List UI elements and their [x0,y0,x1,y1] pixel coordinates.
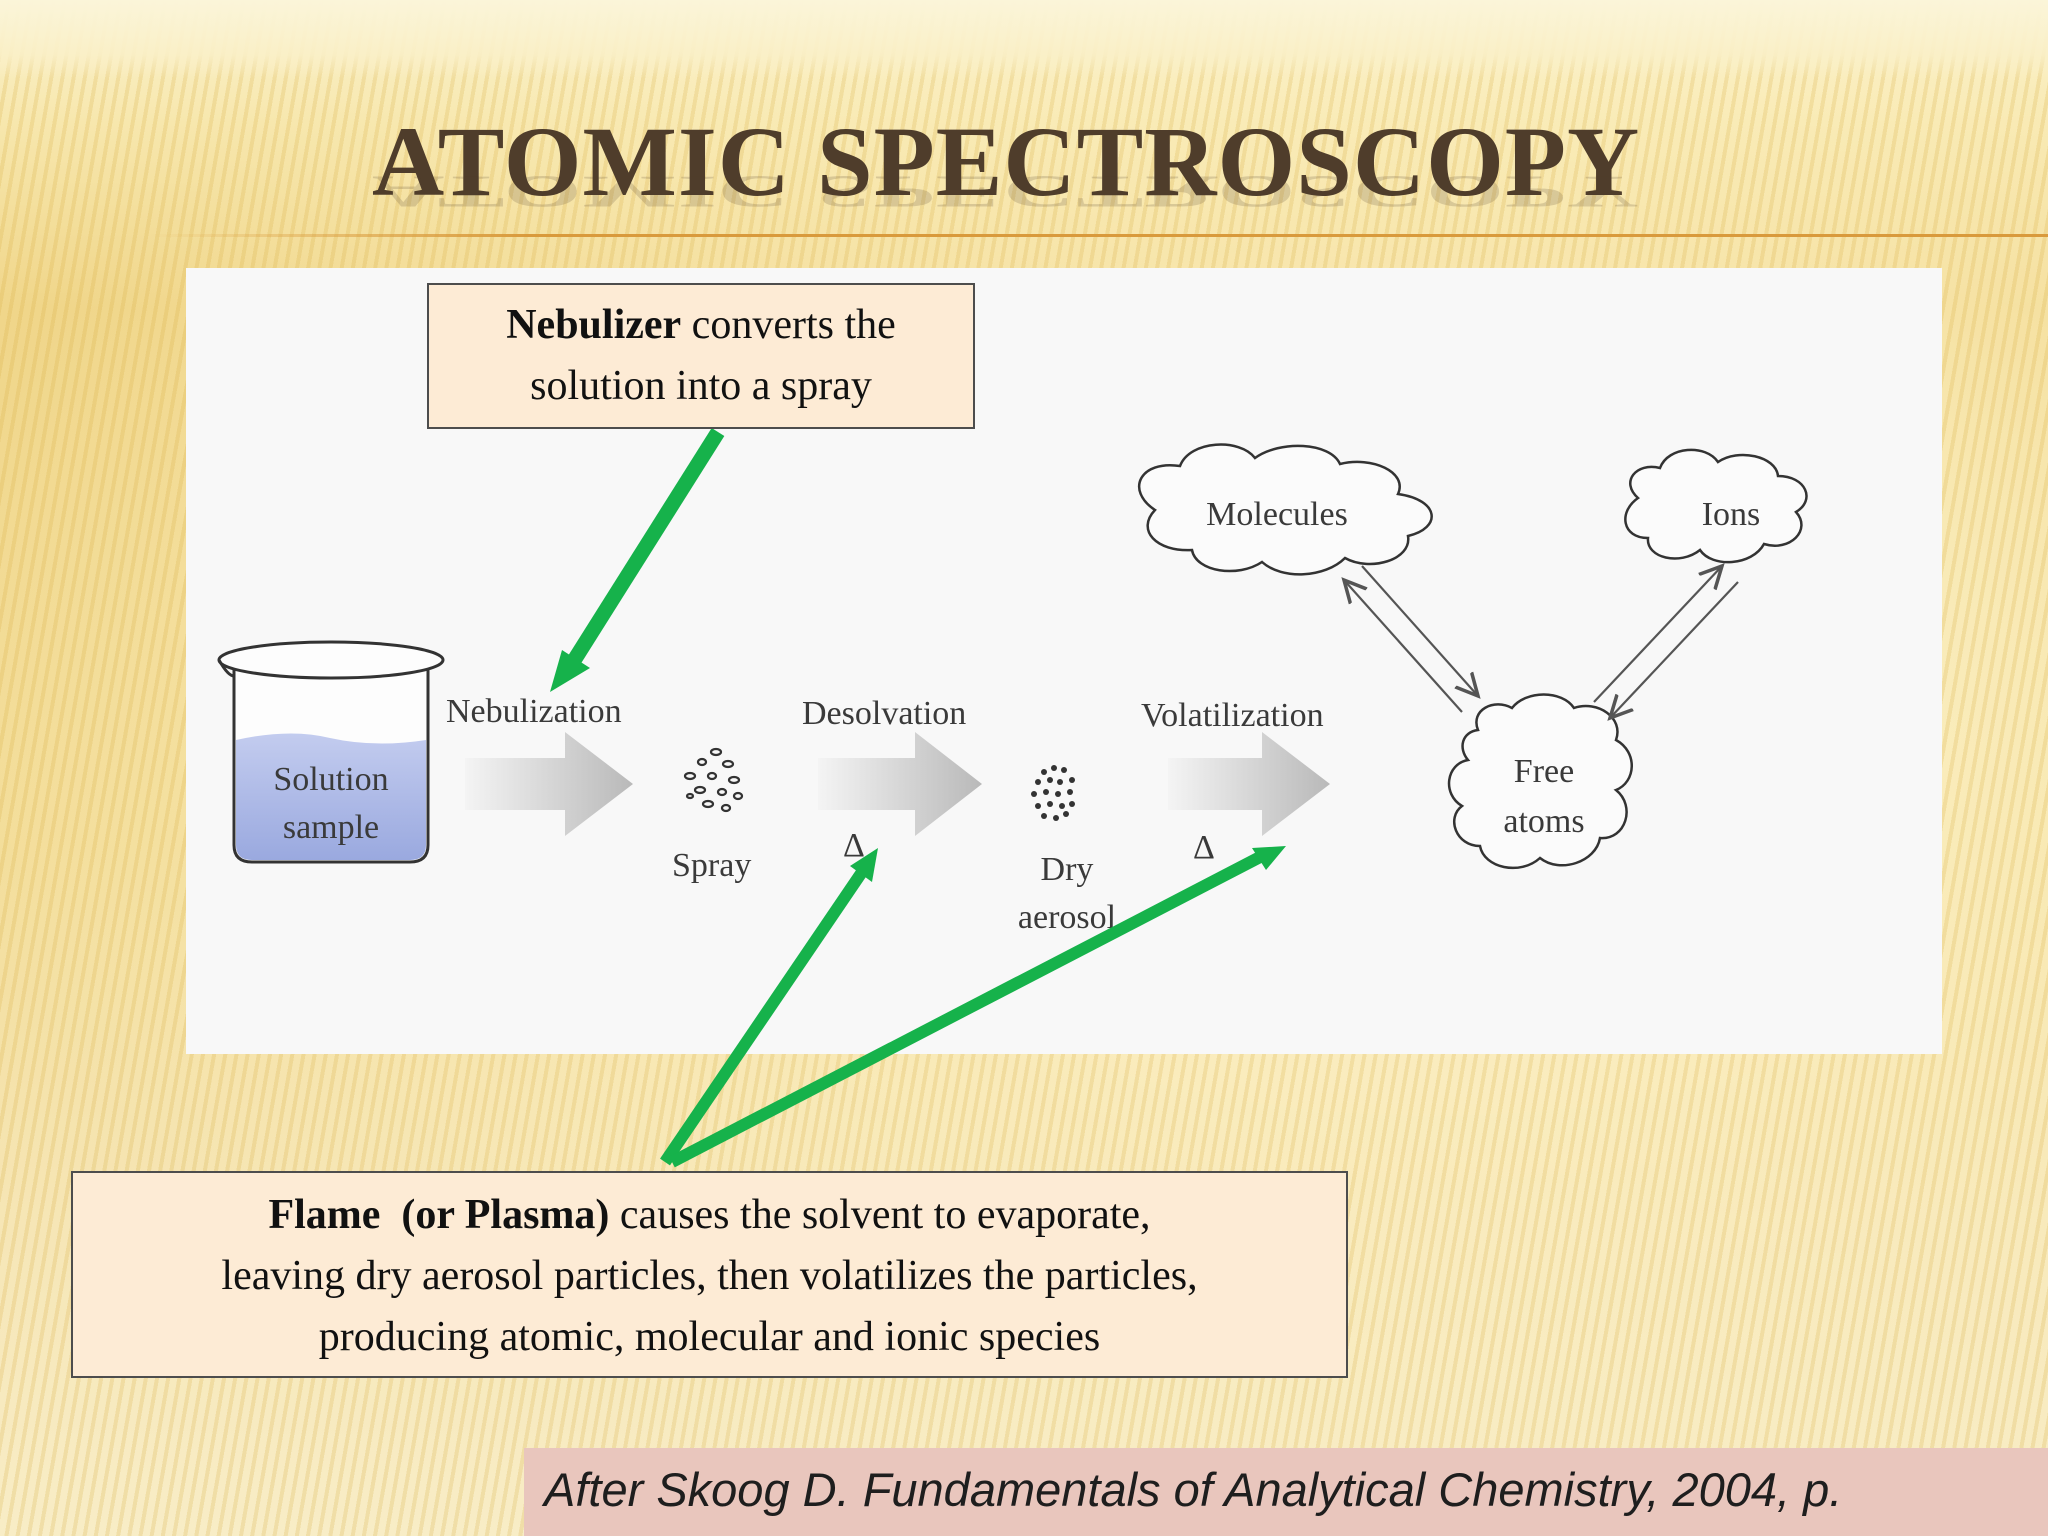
citation-box: After Skoog D. Fundamentals of Analytica… [524,1448,2048,1536]
flame-callout-text: causes the solvent to evaporate, [609,1192,1151,1238]
flame-callout-line2: leaving dry aerosol particles, then vola… [221,1253,1198,1299]
nebulization-arrow [465,732,633,836]
spray-droplets-icon [683,747,744,813]
beaker-icon [217,640,445,864]
nebulizer-callout-line2: solution into a spray [530,363,872,409]
desolvation-arrow [818,732,982,836]
nebulizer-pointer-arrow [550,428,725,692]
molecules-label: Molecules [1206,496,1348,533]
dry-aerosol-label-line2: aerosol [1018,899,1116,936]
ions-label: Ions [1702,496,1761,533]
desolvation-label: Desolvation [802,695,966,732]
title-divider [150,234,2048,237]
volatilization-arrow [1168,732,1330,836]
free-atoms-label-line1: Free [1514,753,1574,790]
nebulizer-callout-line1: Nebulizer converts the [429,295,973,356]
flame-pointer-arrow-desolvation [660,848,878,1166]
heat-delta-desolvation: Δ [843,827,865,864]
flame-callout-line1: Flame (or Plasma) causes the solvent to … [73,1185,1346,1246]
slide-top-band [0,0,2048,78]
free-atoms-label-line2: atoms [1503,803,1584,840]
flame-callout-bold: Flame (or Plasma) [268,1192,610,1238]
citation-text: After Skoog D. Fundamentals of Analytica… [544,1463,1843,1516]
beaker-label-line2: sample [283,809,379,846]
nebulizer-callout-text: converts the [681,302,896,348]
ions-cloud [1624,448,1808,564]
nebulizer-callout: Nebulizer converts the solution into a s… [427,283,975,429]
heat-delta-volatilization: Δ [1193,829,1215,866]
dry-aerosol-cluster-icon [1031,765,1075,821]
ions-atoms-equilibrium-arrows [1593,566,1739,718]
flame-callout: Flame (or Plasma) causes the solvent to … [71,1171,1348,1378]
molecules-atoms-equilibrium-arrows [1344,565,1478,713]
beaker-label-line1: Solution [273,761,388,798]
volatilization-label: Volatilization [1141,697,1324,734]
nebulizer-callout-bold: Nebulizer [506,302,682,348]
slide-title: ATOMIC SPECTROSCOPY [372,106,1641,217]
dry-aerosol-label-line1: Dry [1041,851,1094,888]
free-atoms-cloud [1447,693,1633,870]
molecules-cloud [1137,443,1433,576]
flame-pointer-arrow-volatilization [669,846,1286,1168]
spray-label: Spray [672,847,751,884]
nebulization-label: Nebulization [446,693,622,730]
flame-callout-line3: producing atomic, molecular and ionic sp… [318,1314,1101,1360]
